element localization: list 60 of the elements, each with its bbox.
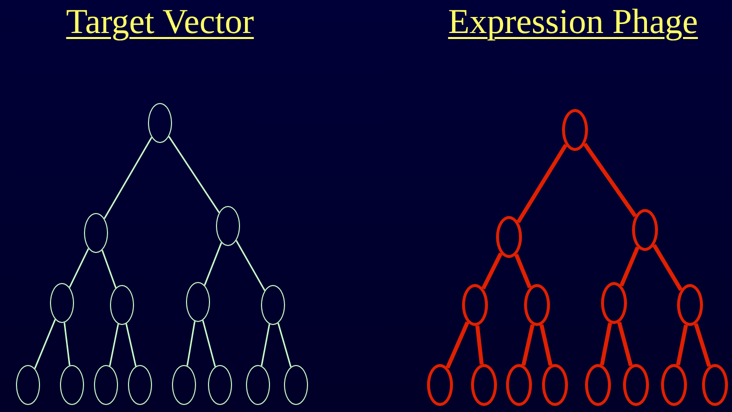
tree-heading: Target Vector xyxy=(66,2,254,42)
tree-node-ellipse xyxy=(261,285,285,325)
tree-node-ellipse xyxy=(623,364,649,406)
tree-node-ellipse xyxy=(284,365,308,405)
connector-line xyxy=(202,320,216,367)
connector-line xyxy=(617,322,633,366)
connector-line xyxy=(652,244,683,291)
connector-line xyxy=(583,142,637,218)
tree-node-ellipse xyxy=(84,213,108,253)
connector-line xyxy=(521,324,535,366)
connector-line xyxy=(104,136,152,220)
tree-node-ellipse xyxy=(128,365,152,405)
tree-node-ellipse xyxy=(562,109,588,151)
tree-node-ellipse xyxy=(246,365,270,405)
tree-node-ellipse xyxy=(110,285,134,325)
tree-node-ellipse xyxy=(661,364,687,406)
tree-node-ellipse xyxy=(496,216,522,258)
connector-line xyxy=(676,324,688,366)
tree-node-ellipse xyxy=(585,364,611,406)
connector-line xyxy=(168,136,220,213)
tree-node-ellipse xyxy=(702,364,728,406)
connector-line xyxy=(481,252,503,290)
tree-node-ellipse xyxy=(16,365,40,405)
connector-line xyxy=(186,321,196,366)
tree-node-ellipse xyxy=(50,283,74,323)
tree-node-ellipse xyxy=(208,365,232,405)
connector-line xyxy=(125,324,137,366)
tree-node-ellipse xyxy=(677,284,703,326)
connector-line xyxy=(277,322,292,368)
tree-node-ellipse xyxy=(148,103,172,143)
tree-node-ellipse xyxy=(632,209,658,251)
connector-line xyxy=(101,250,117,288)
tree-node-ellipse xyxy=(186,282,210,322)
connector-line xyxy=(236,240,266,291)
connector-line xyxy=(620,246,640,286)
tree-heading: Expression Phage xyxy=(448,2,698,42)
tree-node-ellipse xyxy=(506,364,532,406)
connector-line xyxy=(68,248,90,288)
tree-node-ellipse xyxy=(427,364,453,406)
connector-line xyxy=(600,322,612,366)
tree-node-ellipse xyxy=(471,364,497,406)
connector-line xyxy=(109,324,119,366)
tree-node-ellipse xyxy=(524,284,550,326)
tree-node-ellipse xyxy=(94,365,118,405)
connector-line xyxy=(539,324,553,366)
tree-node-ellipse xyxy=(542,364,568,406)
tree-node-ellipse xyxy=(601,282,627,324)
connector-line xyxy=(514,254,532,288)
tree-node-ellipse xyxy=(172,365,196,405)
tree-node-ellipse xyxy=(60,365,84,405)
tree-node-ellipse xyxy=(216,206,240,246)
connector-line xyxy=(475,325,484,365)
connector-line xyxy=(694,323,712,367)
connector-line xyxy=(34,319,56,369)
connector-line xyxy=(204,242,222,286)
tree-node-ellipse xyxy=(462,284,488,326)
connector-line xyxy=(446,321,470,369)
connector-line xyxy=(64,322,70,366)
connector-line xyxy=(260,324,270,366)
connector-line xyxy=(516,144,568,224)
